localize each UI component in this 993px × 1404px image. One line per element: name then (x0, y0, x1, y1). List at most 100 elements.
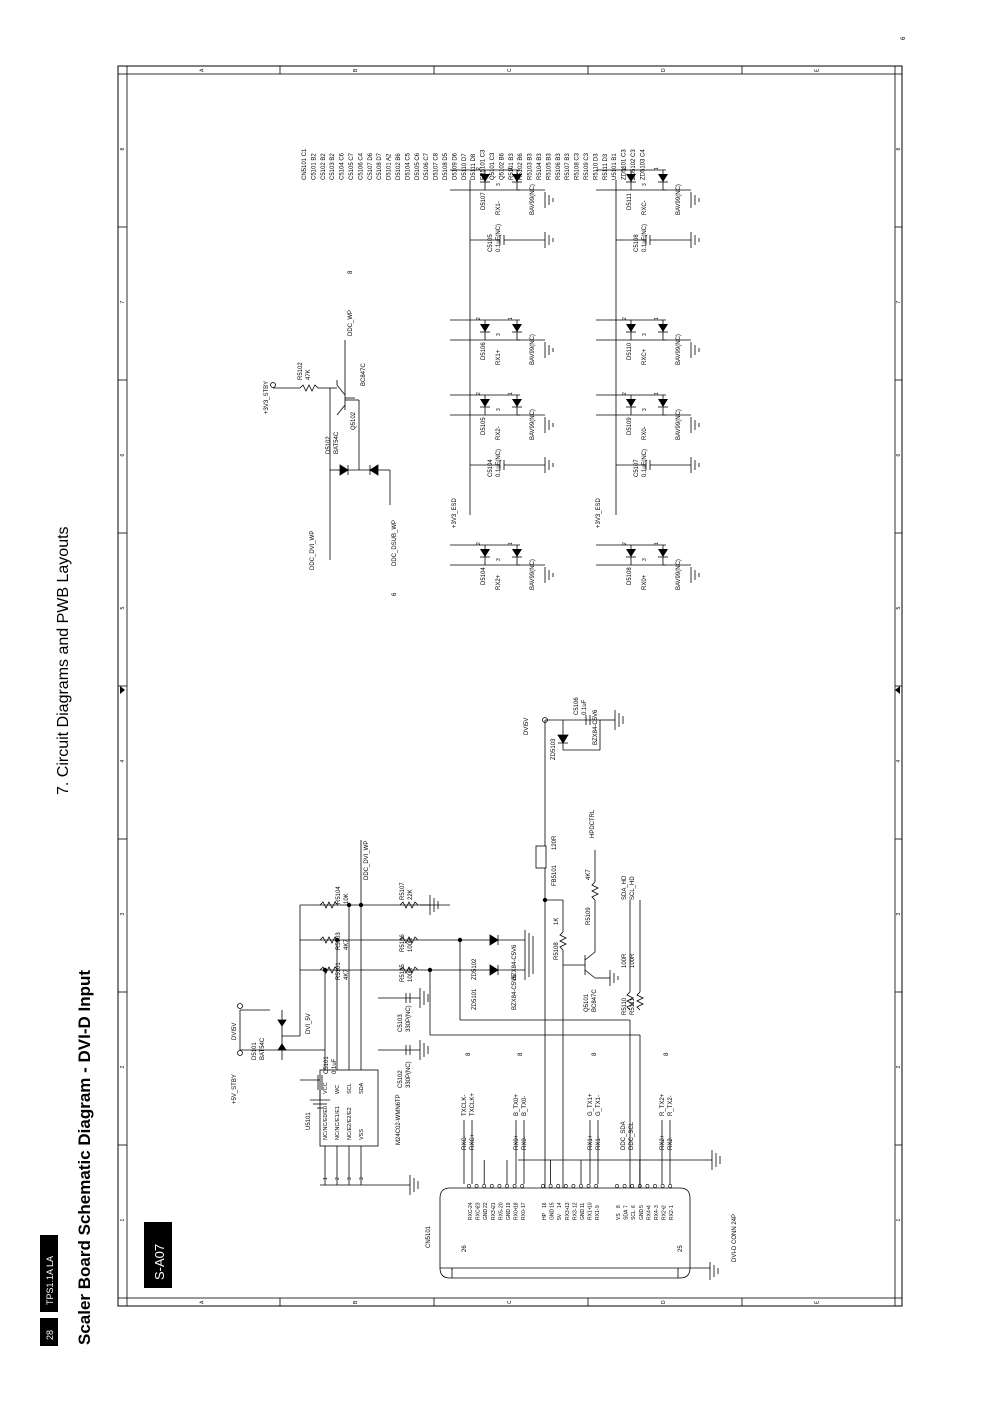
r5101-ref: R5101 (336, 962, 342, 980)
r5106-ref: R5106 (400, 934, 406, 952)
connector-name: DVI-D CONN 24P (732, 1214, 738, 1262)
r5110-ref: R5110 (622, 997, 628, 1015)
esd-pin: 2 (476, 317, 482, 320)
net-pair-ref: 8 (592, 1052, 598, 1056)
pin-label: RX5- (498, 1208, 504, 1220)
esd-net: RX0+ (642, 574, 648, 590)
pin-label: RXC- (468, 1207, 474, 1220)
esd-cap-value: 0.1uF(NC) (496, 449, 502, 477)
row-label-bottom-E: E (815, 1300, 821, 1304)
q5101-part: BC847C (592, 989, 598, 1012)
net-pairs: RXC-RXC+TXCLK-TXCLK+8RX0+RX0-B_TX0+B_TX0… (462, 1052, 674, 1184)
pin-label: RX4+ (646, 1207, 652, 1220)
pin-number: 3 (654, 1205, 660, 1208)
esd-net: RX0- (642, 426, 648, 440)
esd-pin: 1 (654, 317, 660, 320)
pin-number: 22 (483, 1202, 489, 1208)
location-entry: R5107 B3 (565, 153, 571, 180)
esd-pin: 3 (496, 183, 502, 186)
eeprom-pin-left: NC/NC/E0/E0 (323, 1106, 329, 1140)
esd-cap-ref: C5108 (634, 234, 640, 252)
eeprom-pin-right: WC (335, 1085, 341, 1094)
r5107-value: 22K (408, 889, 414, 900)
location-entry: D5108 D5 (443, 152, 449, 180)
net-out-B_TX0-: B_TX0- (522, 1096, 528, 1116)
eeprom-pins: NC/NC/E0/E01NC/NC/E1/E12NC/E2/E2/E23VSS3… (323, 1082, 365, 1180)
location-entry: D5106 C7 (424, 152, 430, 180)
net-hpdctrl: HPDCTRL (590, 809, 596, 838)
location-entry: ZD5103 C4 (640, 149, 646, 180)
pin-label: SDA (624, 1209, 630, 1220)
col-label-left-4: 4 (120, 760, 126, 763)
c5102-ref: C5102 (398, 1070, 404, 1088)
net-conn-RX2-: RX2- (668, 1136, 674, 1150)
r5106-value: 100R (408, 937, 414, 952)
esd-net: RX2- (496, 426, 502, 440)
r5108-ref: R5108 (554, 942, 560, 960)
c5103-ref: C5103 (398, 1014, 404, 1032)
pin-number: 13 (565, 1202, 571, 1208)
location-entry: R5109 C3 (584, 152, 590, 180)
eeprom-ref: U5101 (306, 1112, 312, 1130)
pin-label: 5V (557, 1213, 563, 1220)
eeprom-u5101-symbol (319, 1040, 419, 1195)
location-entry: D5111 D8 (471, 153, 477, 180)
col-label-left-5: 5 (120, 607, 126, 610)
esd-part: BAV99(NC) (676, 409, 682, 440)
net-dvi5v: DVI5V (232, 1023, 238, 1040)
net-sda-hd: SDA_HD (622, 875, 628, 900)
location-entry: D5107 C8 (434, 152, 440, 180)
r5107-ref: R5107 (400, 882, 406, 900)
r5104-ref: R5104 (336, 886, 342, 904)
net-out-TXCLK-: TXCLK- (462, 1095, 468, 1116)
page-number: 28 (45, 1330, 55, 1340)
esd-net: RXC+ (642, 348, 648, 365)
page-title: Scaler Board Schematic Diagram - DVI-D I… (75, 970, 94, 1345)
center-mark-right (895, 686, 900, 694)
col-label-right-6: 6 (896, 454, 902, 457)
pin-label: RX4- (654, 1208, 660, 1220)
zd5102-ref: ZD5102 (472, 958, 478, 980)
location-entry: R5103 B3 (528, 153, 534, 180)
net-pair-ref: 8 (518, 1052, 524, 1056)
d5101-part: BAT54C (260, 1037, 266, 1060)
net-conn-RX1+: RX1+ (588, 1134, 594, 1150)
esd-part: BAV99(NC) (530, 409, 536, 440)
location-entry: D5104 C5 (405, 152, 411, 180)
q5102-part: BC847C (361, 363, 367, 386)
net-out-R_TX2+: R_TX2+ (660, 1093, 666, 1116)
esd-pin: 1 (654, 542, 660, 545)
dvi-connector-cn5101 (439, 1187, 719, 1280)
esd-pin: 1 (508, 392, 514, 395)
esd-pin: 2 (476, 542, 482, 545)
pin-label: GND (639, 1209, 645, 1221)
row-label-top-A: A (200, 68, 206, 72)
zd5103-ref: ZD5103 (551, 738, 557, 760)
esd-pin: 2 (622, 317, 628, 320)
esd-pin: 2 (622, 167, 628, 170)
net-conn-RX0+: RX0+ (514, 1134, 520, 1150)
row-label-top-B: B (353, 68, 359, 72)
pin-number: 6 (631, 1205, 637, 1208)
c5101-value: 0.1uF (332, 1058, 338, 1074)
esd-pin: 2 (622, 542, 628, 545)
r5110-value: 100R (622, 953, 628, 968)
location-entry: D5101 A2 (387, 153, 393, 180)
row-label-top-E: E (815, 68, 821, 72)
pin-number: 14 (557, 1202, 563, 1208)
c5101-ref: C5101 (324, 1056, 330, 1074)
col-label-left-2: 2 (120, 1066, 126, 1069)
location-entry: Q5101 C3 (490, 152, 496, 180)
esd-net: RXC- (642, 200, 648, 215)
pin-label: RX3+ (491, 1207, 497, 1220)
pin-label: GND (506, 1209, 512, 1221)
net-pair-ref: 8 (466, 1052, 472, 1056)
location-entry: R5106 B3 (556, 153, 562, 180)
eeprom-pin-num: 1 (323, 1177, 329, 1180)
